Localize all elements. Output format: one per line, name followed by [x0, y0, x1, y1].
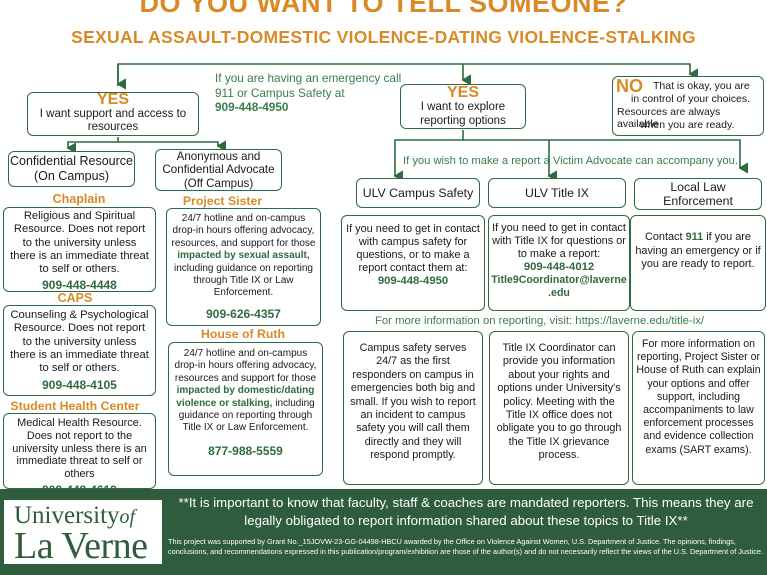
confidential-line1: Confidential Resource [10, 154, 133, 168]
title-ix-info: Title IX Coordinator can provide you inf… [496, 342, 622, 462]
project-sister-name: Project Sister [182, 194, 263, 208]
title-ix-title: ULV Title IX [524, 186, 589, 200]
no-text-4: when you are ready. [640, 119, 735, 131]
anonymous-advocate-box: Anonymous and Confidential Advocate (Off… [155, 149, 282, 191]
project-sister-desc: 24/7 hotline and on-campus drop-in hours… [167, 213, 320, 300]
house-of-ruth-highlight: impacted by domestic/dating violence or … [176, 385, 315, 409]
advocate-note: If you wish to make a report a Victim Ad… [403, 155, 738, 167]
logo-laverne: La Verne [14, 525, 148, 567]
caps-name: CAPS [57, 291, 93, 305]
caps-box: Counseling & Psychological Resource. Doe… [3, 305, 156, 396]
no-heading: NO [616, 76, 643, 96]
law-contact-911: 911 [685, 231, 704, 243]
yes-support-heading: YES [96, 91, 129, 108]
yes-support-box: YES I want support and access to resourc… [27, 92, 199, 136]
campus-safety-contact: If you need to get in contact with campu… [346, 223, 480, 274]
emergency-note: If you are having an emergency call 911 … [215, 71, 415, 115]
law-contact-a: Contact [645, 231, 683, 243]
title-ix-email-a[interactable]: Title9Coordinator@laverne [491, 274, 627, 286]
yes-report-text: I want to explore reporting options [420, 101, 506, 127]
campus-safety-info: Campus safety serves 24/7 as the first r… [350, 342, 476, 462]
law-contact: Contact 911 if you are having an emergen… [631, 231, 765, 272]
yes-support-text: I want support and access to resources [39, 108, 187, 133]
anonymous-line3: (Off Campus) [183, 176, 254, 190]
emergency-line2: 911 or Campus Safety at [215, 85, 345, 100]
title-ix-info-box: Title IX Coordinator can provide you inf… [489, 331, 629, 485]
no-text-1: That is okay, you are [653, 80, 750, 92]
caps-desc: Counseling & Psychological Resource. Doe… [10, 309, 149, 375]
logo-university: Universityof [14, 502, 135, 530]
chaplain-phone: 909-448-4448 [42, 278, 117, 293]
law-title-1: Local Law [670, 180, 726, 194]
health-box: Medical Health Resource. Does not report… [3, 413, 156, 497]
house-of-ruth-box: 24/7 hotline and on-campus drop-in hours… [168, 342, 323, 476]
project-sister-phone: 909-626-4357 [206, 306, 281, 321]
page-title: DO YOU WANT TO TELL SOMEONE? [139, 0, 628, 18]
law-title-2: Enforcement [663, 194, 733, 208]
house-of-ruth-desc: 24/7 hotline and on-campus drop-in hours… [169, 348, 322, 435]
title-ix-contact: If you need to get in contact with Title… [492, 222, 626, 260]
project-sister-box: 24/7 hotline and on-campus drop-in hours… [166, 208, 321, 326]
university-logo [4, 500, 162, 564]
emergency-phone: 909-448-4950 [215, 100, 289, 114]
no-text-2: in control of your choices. [631, 93, 751, 105]
health-desc: Medical Health Resource. Does not report… [12, 417, 147, 481]
chaplain-box: Religious and Spiritual Resource. Does n… [3, 207, 156, 292]
house-of-ruth-name: House of Ruth [200, 327, 286, 341]
law-title-box: Local Law Enforcement [634, 178, 762, 210]
more-info-link[interactable]: For more information on reporting, visit… [375, 315, 705, 327]
grant-disclaimer: This project was supported by Grant No._… [168, 537, 764, 556]
anonymous-line2: Confidential Advocate [162, 163, 275, 177]
anonymous-line1: Anonymous and [176, 150, 261, 163]
campus-safety-title: ULV Campus Safety [362, 186, 474, 200]
law-contact-box: Contact 911 if you are having an emergen… [630, 215, 766, 311]
house-of-ruth-desc-b: including guidance on reporting through … [178, 397, 315, 434]
no-text-3: Resources are always available [617, 106, 721, 130]
yes-report-box: YES I want to explore reporting options [400, 84, 526, 129]
title-ix-email-b[interactable]: .edu [548, 287, 570, 299]
project-sister-desc-b: including guidance on reporting through … [174, 262, 313, 299]
confidential-line2: (On Campus) [33, 169, 110, 183]
chaplain-name: Chaplain [52, 192, 106, 206]
confidential-resource-box: Confidential Resource (On Campus) [8, 151, 135, 187]
project-sister-desc-a: 24/7 hotline and on-campus drop-in hours… [171, 213, 316, 249]
title-ix-phone: 909-448-4012 [523, 261, 595, 273]
project-sister-highlight: impacted by sexual assault, [177, 250, 310, 262]
mandated-reporter-notice: **It is important to know that faculty, … [178, 495, 754, 528]
campus-safety-info-box: Campus safety serves 24/7 as the first r… [343, 331, 483, 485]
campus-safety-contact-box: If you need to get in contact with campu… [341, 215, 485, 311]
campus-safety-phone: 909-448-4950 [377, 275, 449, 287]
house-of-ruth-phone: 877-988-5559 [208, 443, 283, 458]
law-info: For more information on reporting, Proje… [636, 338, 761, 456]
caps-phone: 909-448-4105 [42, 378, 117, 393]
campus-safety-title-box: ULV Campus Safety [356, 178, 480, 208]
title-ix-title-box: ULV Title IX [488, 178, 626, 208]
chaplain-desc: Religious and Spiritual Resource. Does n… [10, 210, 149, 276]
health-name: Student Health Center [10, 399, 140, 413]
house-of-ruth-desc-a: 24/7 hotline and on-campus drop-in hours… [174, 348, 317, 384]
law-info-box: For more information on reporting, Proje… [632, 331, 765, 485]
yes-report-heading: YES [446, 84, 479, 101]
law-contact-b: if you are having an emergency or if you… [635, 231, 761, 271]
title-ix-contact-box: If you need to get in contact with Title… [488, 215, 630, 311]
logo-of: of [119, 506, 136, 528]
page-subtitle: SEXUAL ASSAULT-DOMESTIC VIOLENCE-DATING … [71, 27, 696, 47]
emergency-line1: If you are having an emergency call [215, 71, 402, 85]
no-option-box: NO That is okay, you are in control of y… [612, 76, 764, 136]
logo-university-word: University [14, 502, 120, 529]
